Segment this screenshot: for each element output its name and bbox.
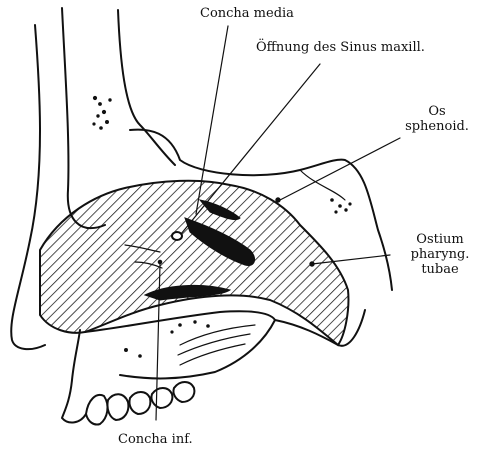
bone-speckles-sphenoid xyxy=(331,199,351,213)
label-concha-inf: Concha inf. xyxy=(118,432,193,447)
frontal-outline xyxy=(118,10,175,165)
sinus-opening xyxy=(172,232,182,240)
label-os-sphenoid-line2: sphenoid. xyxy=(392,119,482,134)
label-os-sphenoid-line1: Os xyxy=(392,104,482,119)
label-os-sphenoid: Os sphenoid. xyxy=(392,104,482,134)
palate-hatch-ridge xyxy=(178,325,255,365)
nasal-bone-inner xyxy=(62,8,105,228)
label-concha-media: Concha media xyxy=(200,6,294,21)
label-ostium-pharyng-tubae: Ostium pharyng. tubae xyxy=(396,232,484,277)
lateral-wall-hatched xyxy=(40,181,348,345)
label-ostium-line3: tubae xyxy=(396,262,484,277)
sphenoid-inner-line xyxy=(300,170,345,200)
teeth xyxy=(86,382,194,425)
label-oeffnung-sinus: Öffnung des Sinus maxill. xyxy=(256,40,425,55)
maxilla-front xyxy=(62,330,86,423)
label-ostium-line2: pharyng. xyxy=(396,247,484,262)
label-ostium-line1: Ostium xyxy=(396,232,484,247)
bone-speckles-nasal xyxy=(93,96,111,129)
bone-speckles-palate xyxy=(125,321,210,358)
